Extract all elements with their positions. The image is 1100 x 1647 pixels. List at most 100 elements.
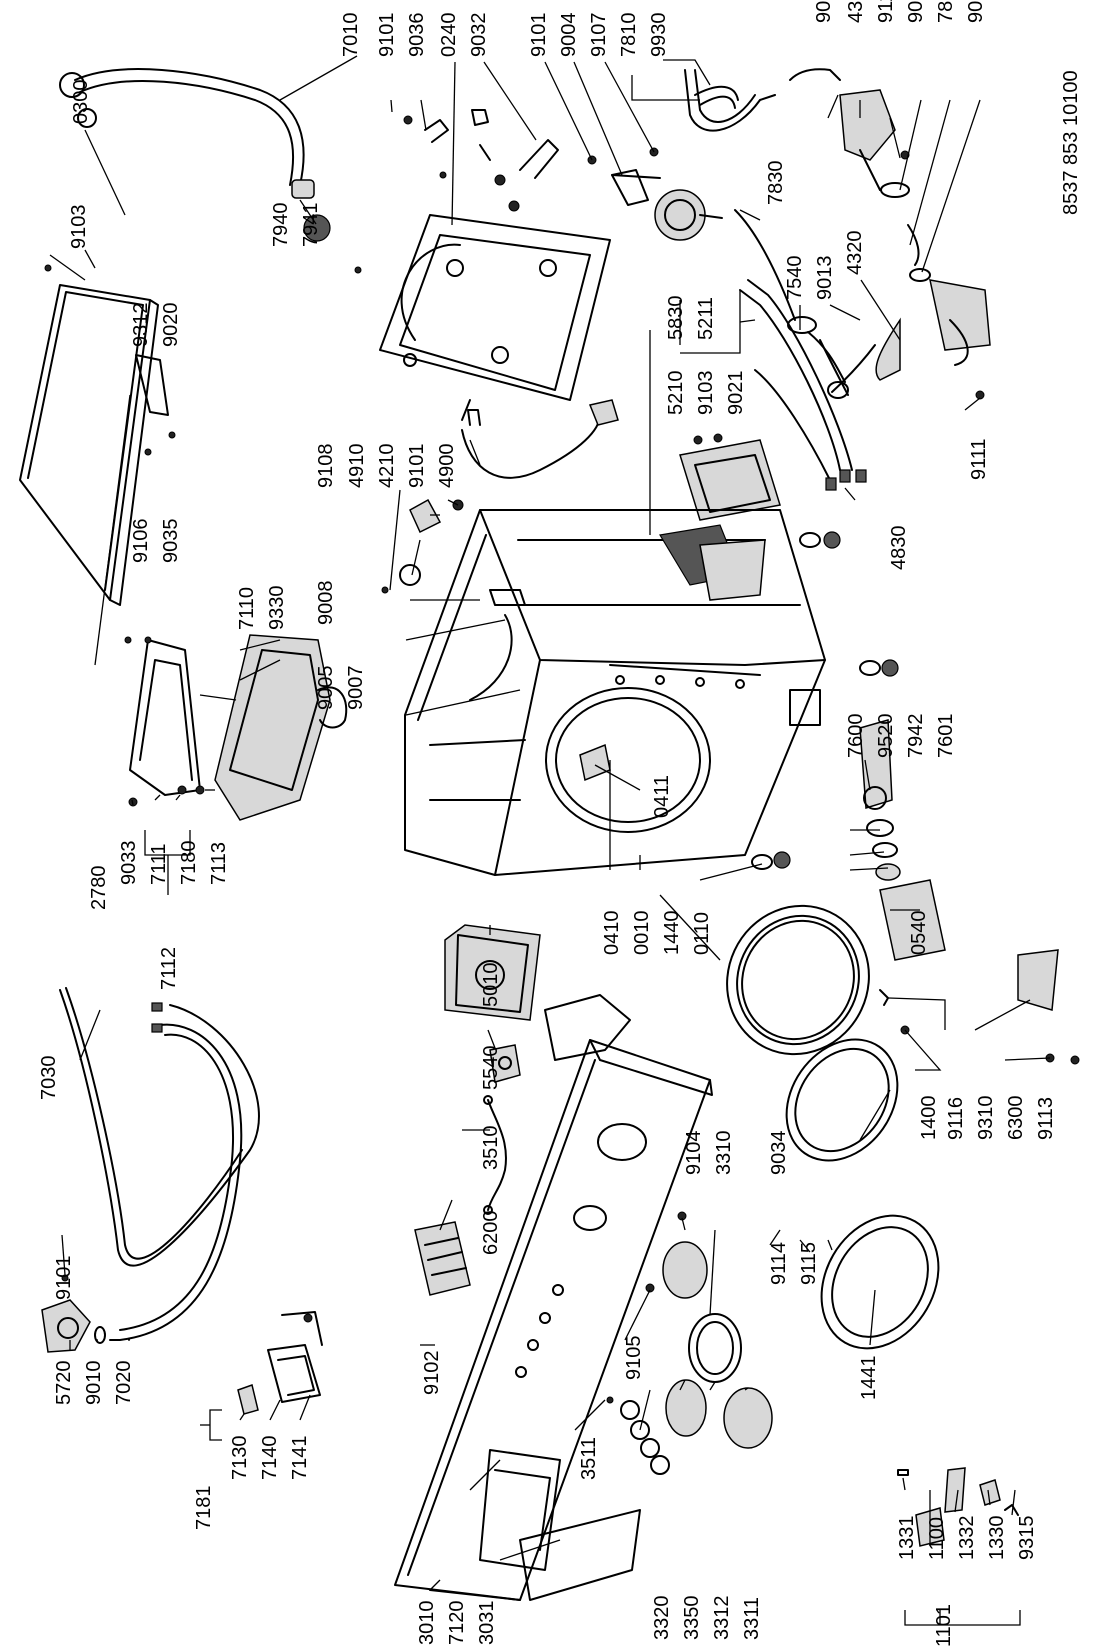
label-0410: 0410 <box>601 911 623 956</box>
label-9106: 9106 <box>130 519 152 564</box>
latch-parts <box>94 354 176 666</box>
knobs-3310 <box>606 1211 773 1475</box>
label-7020: 7020 <box>113 1361 135 1406</box>
label-7113: 7113 <box>208 842 230 885</box>
drawing-number: 8537 853 10100 <box>1060 70 1082 215</box>
label-5210: 5210 <box>665 371 687 416</box>
label-9114: 9114 <box>768 1242 790 1285</box>
label-3320: 3320 <box>651 1596 673 1641</box>
label-7181: 7181 <box>193 1486 215 1531</box>
label-0010: 0010 <box>631 911 653 956</box>
part-number-labels: 7010 9101 9036 0240 9032 9101 9004 9107 … <box>38 0 1082 1647</box>
label-9035: 9035 <box>160 519 182 564</box>
label-5211: 5211 <box>695 297 717 340</box>
label-9101: 9101 <box>53 1256 75 1301</box>
worktop-0300 <box>19 264 159 606</box>
inlet-hose-7010 <box>59 68 331 242</box>
label-5540: 5540 <box>480 1046 502 1091</box>
rear-panel-0240 <box>354 109 611 401</box>
label-9102: 9102 <box>421 1351 443 1396</box>
label-7830: 7830 <box>765 161 787 206</box>
label-1440: 1440 <box>661 911 683 956</box>
label-9004: 9004 <box>558 13 580 58</box>
label-9930: 9930 <box>648 13 670 58</box>
label-9036: 9036 <box>406 13 428 58</box>
label-7180: 7180 <box>178 841 200 886</box>
mains-cable-4900 <box>461 399 619 479</box>
drain-pump-4320 <box>787 279 991 400</box>
label-7600: 7600 <box>845 714 867 759</box>
label-5010: 5010 <box>480 963 502 1008</box>
label-1332: 1332 <box>956 1516 978 1561</box>
label-7540: 7540 <box>784 256 806 301</box>
label-9104: 9104 <box>683 1131 705 1176</box>
label-9017: 9017 <box>813 0 835 23</box>
label-9116: 9116 <box>945 1097 967 1140</box>
label-7010: 7010 <box>340 13 362 58</box>
door-ring-1400 <box>785 1038 899 1162</box>
label-3511: 3511 <box>578 1437 600 1480</box>
label-9014: 9014 <box>905 0 927 23</box>
label-7601: 7601 <box>935 714 957 759</box>
label-1441: 1441 <box>858 1356 880 1401</box>
label-9315: 9315 <box>1016 1516 1038 1561</box>
hoses-7810 <box>684 69 776 132</box>
label-9033: 9033 <box>118 841 140 886</box>
door-lock-5540 <box>489 1044 521 1083</box>
cabinet-0010 <box>404 509 826 876</box>
label-9010: 9010 <box>83 1361 105 1406</box>
label-9007: 9007 <box>345 666 367 711</box>
label-6200: 6200 <box>480 1211 502 1256</box>
label-9103: 9103 <box>68 205 90 250</box>
label-9520: 9520 <box>875 714 897 759</box>
label-3310: 3310 <box>713 1131 735 1176</box>
label-2780: 2780 <box>88 866 110 911</box>
label-7120: 7120 <box>446 1601 468 1646</box>
label-9020: 9020 <box>160 303 182 348</box>
label-0300: 0300 <box>70 80 92 125</box>
label-9312: 9312 <box>130 303 152 348</box>
label-7110: 7110 <box>236 587 258 630</box>
electronic-module-9021 <box>679 433 781 521</box>
label-1400: 1400 <box>918 1096 940 1141</box>
label-7140: 7140 <box>259 1436 281 1481</box>
label-7810: 7810 <box>618 13 640 58</box>
label-9008: 9008 <box>315 581 337 626</box>
label-9101: 9101 <box>406 444 428 489</box>
label-0540: 0540 <box>908 911 930 956</box>
pressure-switch-5830 <box>654 189 796 321</box>
label-1331: 1331 <box>896 1516 918 1561</box>
label-3311: 3311 <box>741 1597 763 1640</box>
label-3010: 3010 <box>416 1601 438 1646</box>
label-1330: 1330 <box>986 1516 1008 1561</box>
label-9107: 9107 <box>588 13 610 58</box>
label-9118: 9118 <box>875 0 897 23</box>
label-7130: 7130 <box>229 1436 251 1481</box>
label-7030: 7030 <box>38 1056 60 1101</box>
label-7940: 7940 <box>270 203 292 248</box>
label-3312: 3312 <box>711 1596 733 1641</box>
label-9310: 9310 <box>975 1096 997 1141</box>
hinge-6300 <box>879 949 1080 1065</box>
bracket-9004 <box>587 147 661 206</box>
label-9111: 9111 <box>968 438 990 480</box>
label-9013: 9013 <box>814 256 836 301</box>
label-9034: 9034 <box>768 1131 790 1176</box>
label-7941: 7941 <box>300 203 322 248</box>
label-9021: 9021 <box>725 371 747 416</box>
label-1101: 1101 <box>933 1604 955 1647</box>
drawer-7181 <box>237 1311 323 1415</box>
label-9101: 9101 <box>376 13 398 58</box>
leader-lines <box>49 55 1051 1626</box>
label-7111: 7111 <box>148 843 170 885</box>
label-6300: 6300 <box>1005 1096 1027 1141</box>
dispenser-housing-7110 <box>124 634 348 821</box>
label-9103: 9103 <box>695 371 717 416</box>
label-3350: 3350 <box>681 1596 703 1641</box>
label-3031: 3031 <box>476 1601 498 1646</box>
label-7942: 7942 <box>905 714 927 759</box>
label-9101: 9101 <box>528 13 550 58</box>
label-9005: 9005 <box>315 666 337 711</box>
buttons-6200 <box>414 1221 471 1296</box>
label-9014: 9014 <box>965 0 987 23</box>
